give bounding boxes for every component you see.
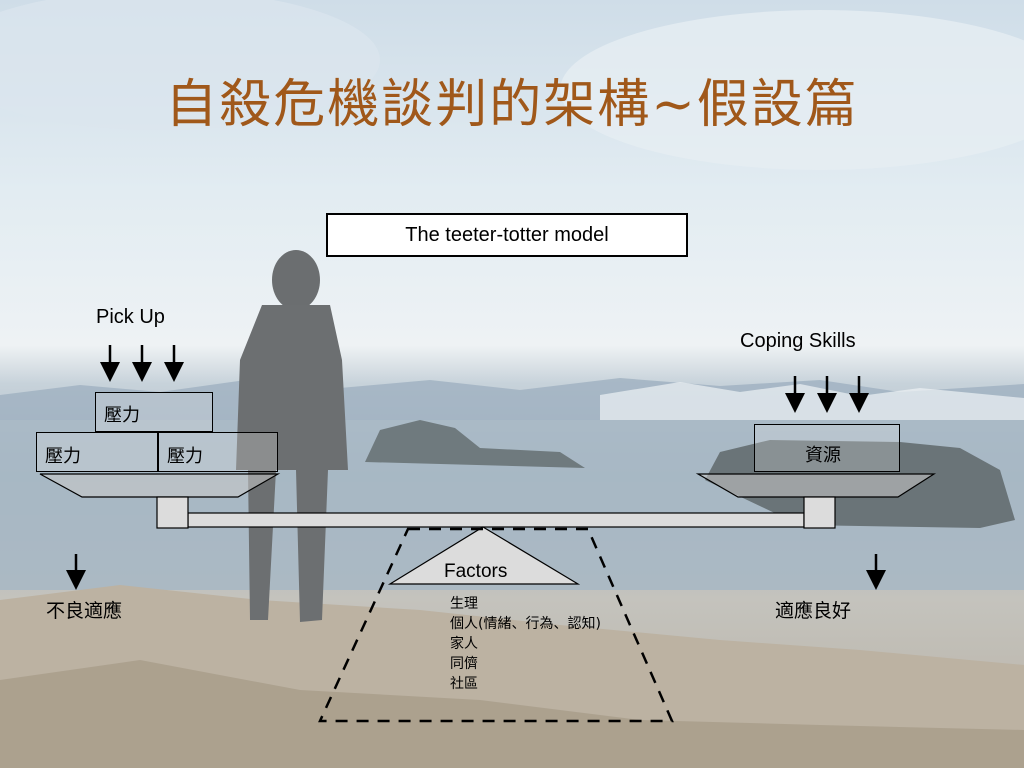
factor-item: 生理 xyxy=(450,596,478,612)
fulcrum-triangle xyxy=(387,526,581,585)
left-post xyxy=(156,496,189,529)
pick-up-label: Pick Up xyxy=(96,306,165,328)
seesaw-beam xyxy=(187,512,805,528)
stress-box-right: 壓力 xyxy=(158,432,278,472)
coping-skills-label: Coping Skills xyxy=(740,330,856,352)
left-tray xyxy=(39,473,281,498)
stress-box-top: 壓力 xyxy=(95,392,213,432)
factors-list: 生理 個人(情緒、行為、認知) 家人 同儕 社區 xyxy=(450,594,601,694)
right-tray xyxy=(695,473,937,498)
adaptive-outcome: 適應良好 xyxy=(775,600,852,622)
factor-item: 個人(情緒、行為、認知) xyxy=(450,616,601,632)
slide-title: 自殺危機談判的架構~假設篇 xyxy=(165,75,859,135)
factor-item: 家人 xyxy=(450,636,478,652)
factors-dashed-region xyxy=(318,527,674,723)
model-label-box: The teeter-totter model xyxy=(326,213,688,257)
resource-box: 資源 xyxy=(754,424,900,472)
stress-box-left: 壓力 xyxy=(36,432,158,472)
stress-box-top-label: 壓力 xyxy=(104,405,140,426)
maladaptive-outcome: 不良適應 xyxy=(46,600,123,622)
stress-box-left-label: 壓力 xyxy=(45,446,81,467)
resource-box-label: 資源 xyxy=(805,445,841,466)
right-post xyxy=(803,496,836,529)
factors-label: Factors xyxy=(444,561,508,582)
factor-item: 社區 xyxy=(450,676,478,692)
factor-item: 同儕 xyxy=(450,656,478,672)
stress-box-right-label: 壓力 xyxy=(167,446,203,467)
